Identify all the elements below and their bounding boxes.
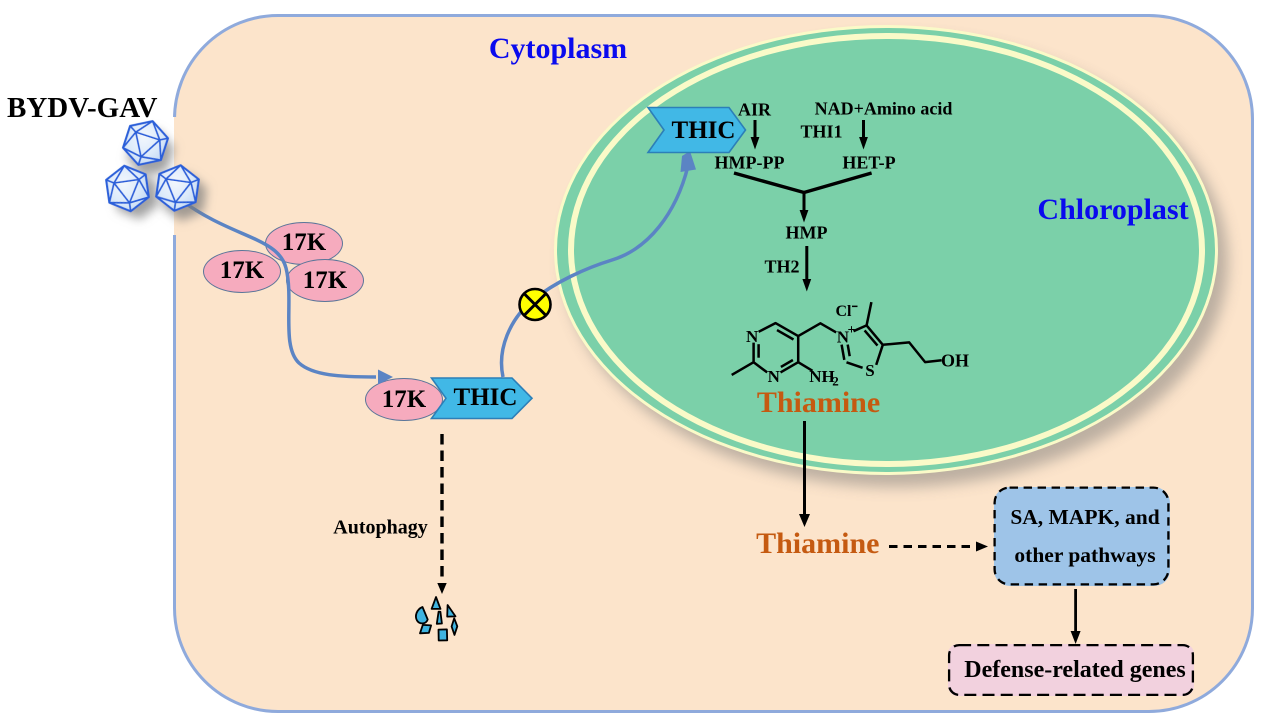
svg-text:OH: OH — [941, 350, 969, 370]
svg-text:2: 2 — [832, 374, 839, 389]
svg-text:N: N — [768, 367, 781, 386]
svg-text:NH: NH — [809, 367, 835, 386]
svg-text:S: S — [865, 361, 874, 380]
svg-text:N: N — [746, 327, 759, 346]
svg-text:+: + — [848, 323, 856, 338]
svg-text:N: N — [837, 327, 850, 346]
svg-text:Cl: Cl — [836, 303, 853, 320]
